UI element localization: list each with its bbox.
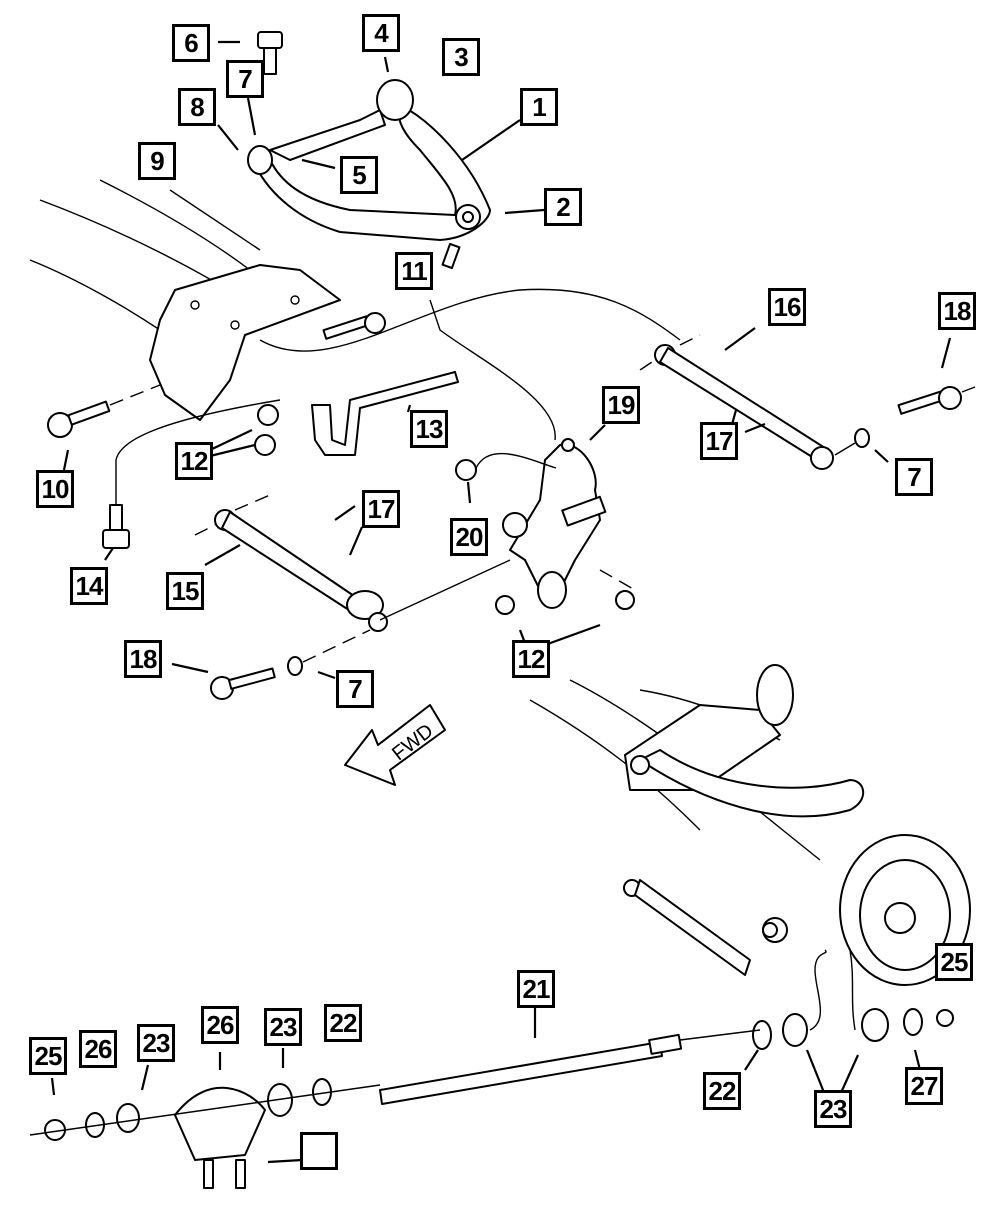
nut-icon bbox=[615, 590, 635, 610]
bolt-icon bbox=[102, 504, 130, 549]
callout-11[interactable]: 11 bbox=[395, 252, 433, 290]
subframe-bracket bbox=[149, 264, 341, 421]
forward-arrow-icon bbox=[344, 704, 446, 786]
callout-20[interactable]: 20 bbox=[450, 518, 488, 556]
upper-control-arm bbox=[247, 79, 491, 241]
nut-icon bbox=[254, 434, 276, 456]
stabilizer-link-21 bbox=[379, 1008, 954, 1105]
callout-12[interactable]: 12 bbox=[512, 640, 550, 678]
callout-17[interactable]: 17 bbox=[362, 490, 400, 528]
callout-24[interactable]: 26 bbox=[201, 1006, 239, 1044]
callout-26[interactable]: 27 bbox=[905, 1067, 943, 1105]
callout-5[interactable]: 5 bbox=[340, 156, 378, 194]
assembled-suspension bbox=[529, 664, 971, 986]
callout-6[interactable]: 6 bbox=[172, 24, 210, 62]
leader-lines bbox=[50, 40, 952, 1164]
bolt-icon bbox=[854, 386, 962, 448]
callout-25[interactable]: 25 bbox=[29, 1037, 67, 1075]
nut-icon bbox=[257, 404, 279, 426]
callout-25[interactable]: 25 bbox=[935, 943, 973, 981]
bolt-icon bbox=[47, 400, 111, 438]
callout-9[interactable]: 9 bbox=[138, 142, 176, 180]
bracket-13 bbox=[311, 371, 459, 456]
callout-17[interactable]: 17 bbox=[700, 422, 738, 460]
callout-22[interactable]: 22 bbox=[703, 1072, 741, 1110]
callout-14[interactable]: 14 bbox=[70, 567, 108, 605]
bolt-icon bbox=[322, 312, 386, 340]
callout-13[interactable]: 13 bbox=[410, 410, 448, 448]
callout-4[interactable]: 4 bbox=[362, 14, 400, 52]
callout-1[interactable]: 1 bbox=[520, 88, 558, 126]
callout-16[interactable]: 16 bbox=[768, 288, 806, 326]
callout-12[interactable]: 12 bbox=[175, 442, 213, 480]
knuckle-19 bbox=[502, 438, 607, 609]
callout-7[interactable]: 7 bbox=[226, 60, 264, 98]
callout-2[interactable]: 2 bbox=[544, 188, 582, 226]
callout-18[interactable]: 18 bbox=[124, 640, 162, 678]
callout-15[interactable]: 15 bbox=[166, 572, 204, 610]
callout-7[interactable]: 7 bbox=[336, 670, 374, 708]
callout-8[interactable]: 8 bbox=[178, 88, 216, 126]
callout-21[interactable]: 21 bbox=[517, 970, 555, 1008]
callout-23[interactable]: 23 bbox=[137, 1024, 175, 1062]
callout-23[interactable]: 23 bbox=[814, 1090, 852, 1128]
isolator-stack bbox=[44, 1078, 332, 1189]
callout-23[interactable]: 23 bbox=[264, 1008, 302, 1046]
callout-10[interactable]: 10 bbox=[36, 470, 74, 508]
callout-19[interactable]: 19 bbox=[602, 386, 640, 424]
callout-3[interactable]: 3 bbox=[442, 38, 480, 76]
lateral-link-15 bbox=[214, 509, 388, 632]
callout-18[interactable]: 18 bbox=[938, 292, 976, 330]
bolt-icon bbox=[257, 31, 283, 75]
bushing-icon bbox=[455, 459, 477, 481]
callout-7[interactable]: 7 bbox=[895, 458, 933, 496]
callout-27[interactable] bbox=[300, 1132, 338, 1170]
callout-22[interactable]: 22 bbox=[324, 1004, 362, 1042]
lateral-link-16 bbox=[654, 344, 834, 470]
nut-icon bbox=[495, 595, 515, 615]
callout-26[interactable]: 26 bbox=[79, 1030, 117, 1068]
bolt-icon bbox=[210, 656, 303, 700]
